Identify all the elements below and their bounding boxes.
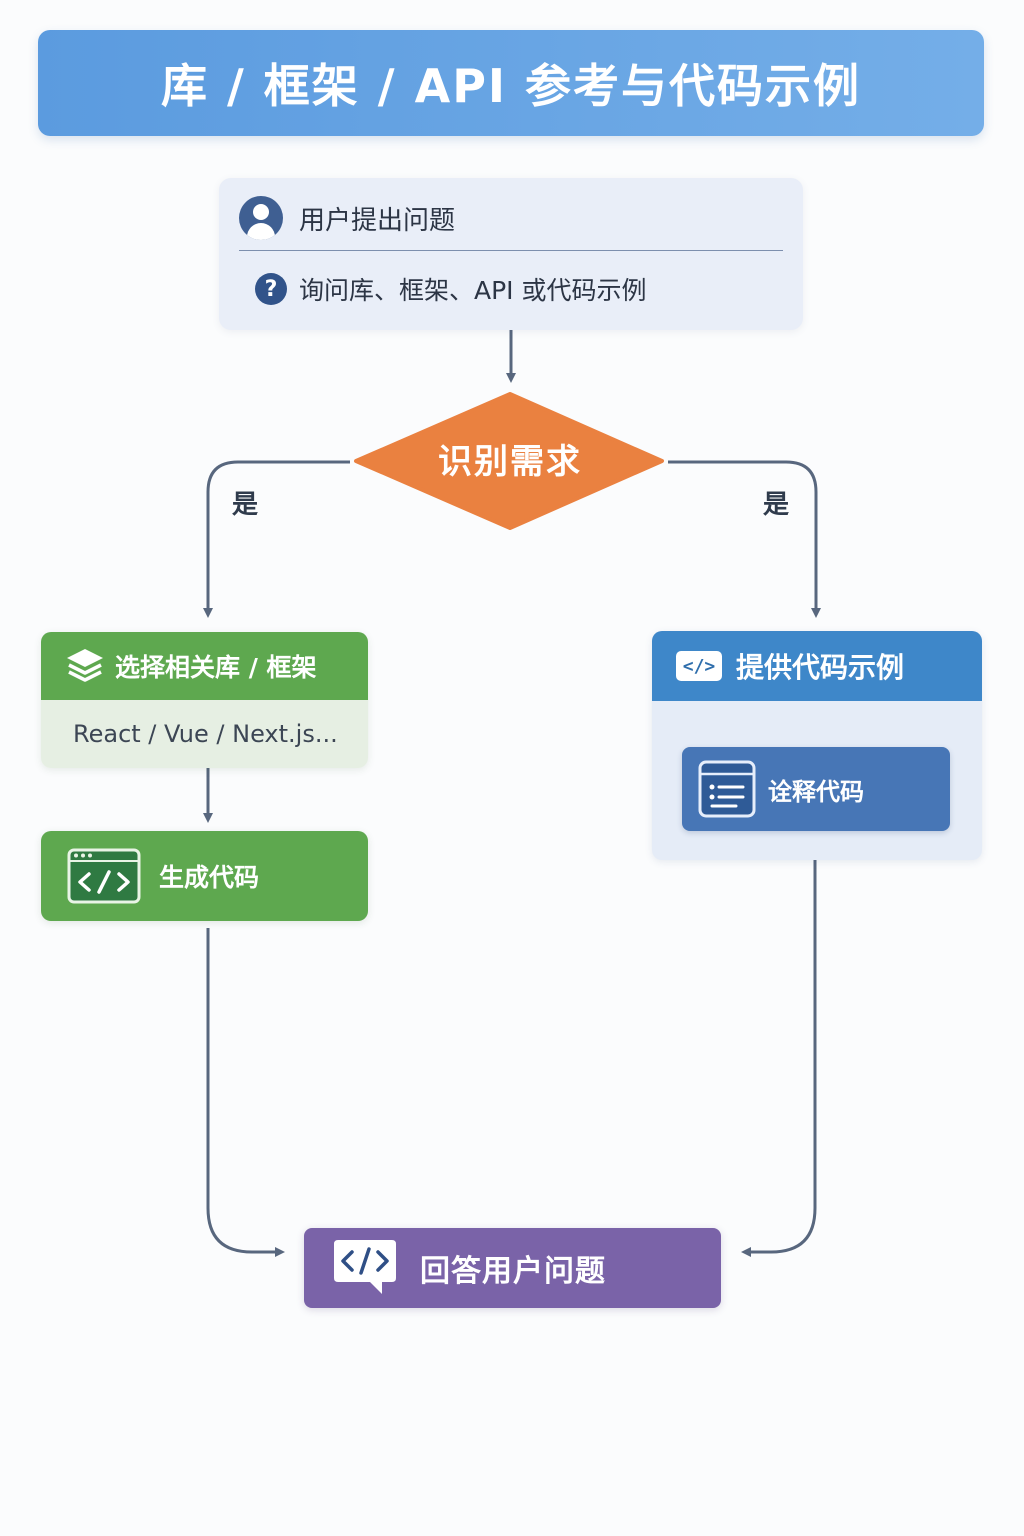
user-avatar-icon [239,196,283,240]
document-list-icon [698,760,756,818]
user-question-box: 用户提出问题 ? 询问库、框架、API 或代码示例 [219,178,803,330]
library-examples-text: React / Vue / Next.js... [73,720,338,748]
answer-user-box: 回答用户问题 [304,1228,721,1308]
edge-label-left-yes: 是 [232,490,259,520]
library-examples-row: React / Vue / Next.js... [41,700,368,768]
edge-label-right-yes: 是 [763,490,790,520]
explain-code-label: 诠释代码 [768,777,864,806]
question-mark-icon: ? [255,273,287,305]
arrow-decision-to-library [203,460,350,618]
arrow-decision-to-example [668,460,821,618]
code-chat-icon [334,1240,396,1294]
code-window-icon [67,848,141,904]
page-title: 库 / 框架 / API 参考与代码示例 [160,59,862,113]
generate-code-box: 生成代码 [41,831,368,921]
library-selection-header: 选择相关库 / 框架 [41,632,368,700]
explain-code-box: 诠释代码 [682,747,950,831]
user-question-heading: 用户提出问题 [299,205,456,236]
decision-label: 识别需求 [438,441,582,482]
title-banner: 库 / 框架 / API 参考与代码示例 [38,30,984,136]
divider [239,250,783,251]
user-question-header: 用户提出问题 [239,196,455,240]
decision-diamond [354,392,664,530]
library-selection-heading: 选择相关库 / 框架 [115,653,317,682]
generate-code-label: 生成代码 [159,863,260,892]
user-question-text: 询问库、框架、API 或代码示例 [299,276,647,305]
layers-icon [67,649,103,682]
library-selection-box: 选择相关库 / 框架 React / Vue / Next.js... [41,632,368,768]
user-question-row: ? 询问库、框架、API 或代码示例 [255,272,647,306]
answer-user-label: 回答用户问题 [420,1254,606,1289]
arrow-generate-to-answer [206,928,285,1257]
code-tag-icon: </> [676,651,722,681]
arrow-explain-to-answer [741,836,817,1257]
code-example-header: </> 提供代码示例 [652,631,982,701]
code-example-heading: 提供代码示例 [736,651,905,684]
